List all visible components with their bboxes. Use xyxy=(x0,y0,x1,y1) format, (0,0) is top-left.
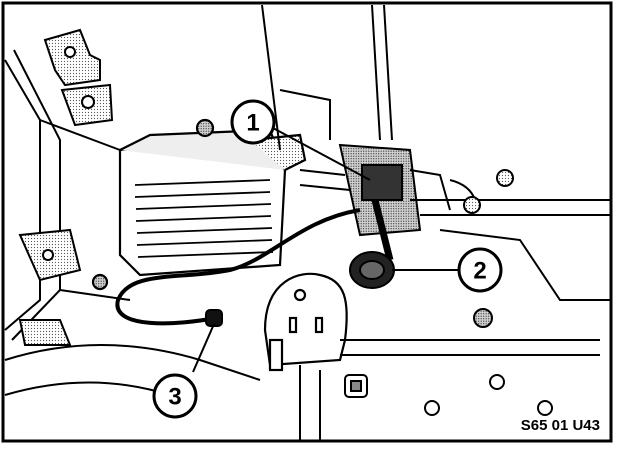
bolt xyxy=(91,273,109,291)
mounting-bracket xyxy=(18,28,114,282)
leader-lines xyxy=(192,127,458,373)
callout-3-label: 3 xyxy=(168,384,181,411)
callout-1: 1 xyxy=(230,99,276,145)
callout-1-label: 1 xyxy=(246,110,259,137)
figure-frame xyxy=(1,1,613,443)
control-unit xyxy=(91,118,307,291)
bolt xyxy=(195,118,215,138)
callout-2-label: 2 xyxy=(473,258,486,285)
leader-line-1 xyxy=(272,127,371,181)
cooling-fins xyxy=(134,179,274,258)
figure-code: S65 01 U43 xyxy=(521,417,600,434)
floor-rail xyxy=(299,169,610,440)
hook-bracket xyxy=(263,272,348,372)
leader-line-3 xyxy=(192,323,215,373)
grommet xyxy=(349,251,395,289)
cable xyxy=(115,208,361,326)
cable-plug xyxy=(205,309,223,327)
support-rods xyxy=(261,4,393,151)
wiring-harness-connector xyxy=(299,143,451,261)
callout-3: 3 xyxy=(152,373,198,419)
callout-2: 2 xyxy=(457,247,503,293)
